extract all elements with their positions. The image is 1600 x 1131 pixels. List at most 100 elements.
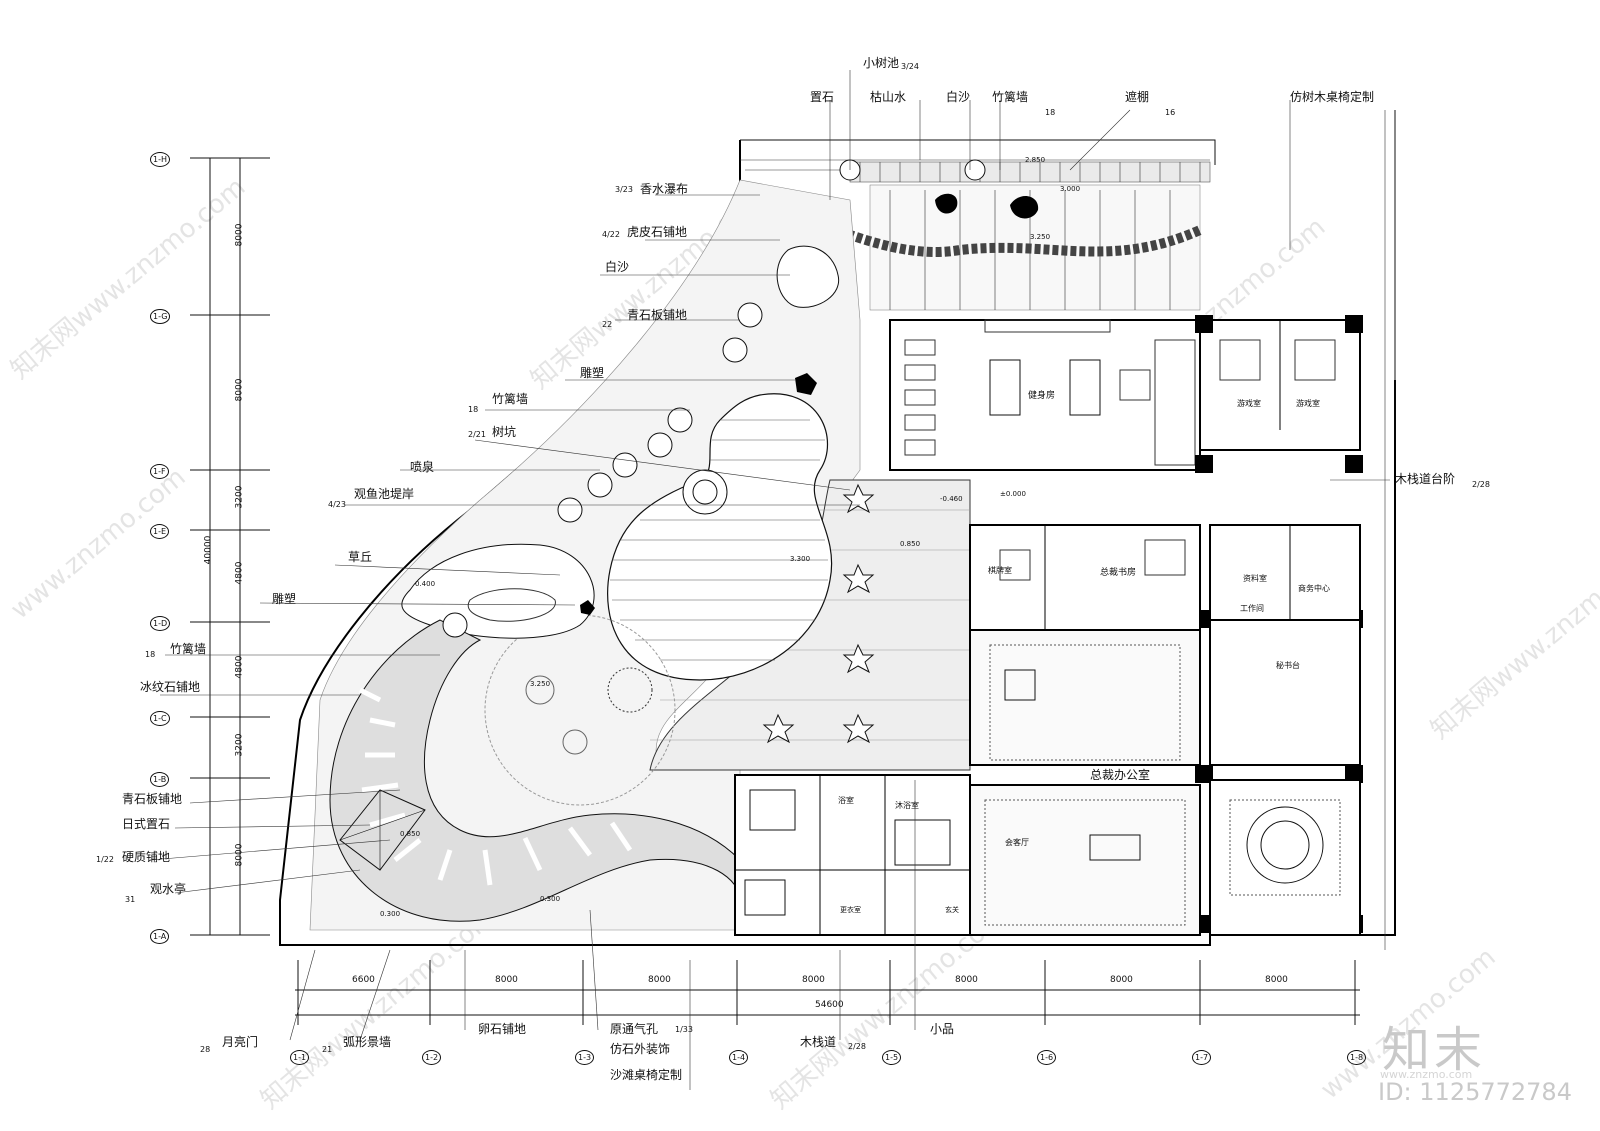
building-games xyxy=(1199,319,1361,451)
room-bath: 沐浴室 xyxy=(895,801,919,810)
dim-left-total: 40000 xyxy=(203,535,214,565)
label-zhepeng-ref: 16 xyxy=(1165,108,1176,117)
watermark-id: ID: 1125772784 xyxy=(1378,1078,1572,1106)
building-lower xyxy=(734,774,971,936)
level-1: 2.850 xyxy=(1025,156,1046,164)
label-yuantongqikong: 原通气孔 xyxy=(610,1022,659,1036)
room-president-office: 总裁办公室 xyxy=(1090,768,1151,782)
room-business: 商务中心 xyxy=(1298,584,1330,593)
label-penquan: 喷泉 xyxy=(410,460,435,474)
label-fangshu: 仿树木桌椅定制 xyxy=(1290,90,1375,104)
axis-left-5: 1-D xyxy=(150,616,171,631)
fish-pond xyxy=(607,393,833,681)
room-archive: 资料室 xyxy=(1243,574,1267,583)
level-2: 3.000 xyxy=(1060,185,1081,193)
label-xiaoshuchi: 小树池 xyxy=(863,56,900,70)
label-diaosu-mid: 雕塑 xyxy=(272,592,297,606)
label-zhulianqiang-mid: 竹篱墙 xyxy=(492,392,529,406)
level-10: ±0.000 xyxy=(1000,490,1026,498)
label-muzhan-right: 木栈道台阶 xyxy=(1395,472,1456,486)
label-xiangshui-ref: 3/23 xyxy=(615,185,633,194)
level-3: 3.250 xyxy=(1030,233,1051,241)
sculptures xyxy=(580,373,817,615)
building-office xyxy=(969,524,1361,936)
label-fangshiwai: 仿石外装饰 xyxy=(610,1042,671,1056)
room-games-1: 游戏室 xyxy=(1237,399,1261,408)
dim-bottom-3: 8000 xyxy=(648,975,671,985)
room-changing: 更衣室 xyxy=(840,906,861,914)
label-shatanzhuoyi: 沙滩桌椅定制 xyxy=(610,1068,683,1082)
dim-left-4: 4800 xyxy=(234,561,245,585)
label-yingzhi-ref: 1/22 xyxy=(96,855,114,864)
dim-bottom-7: 8000 xyxy=(1265,975,1288,985)
axis-bottom-6: 1-6 xyxy=(1037,1050,1057,1065)
label-luanshi: 卵石铺地 xyxy=(478,1022,527,1036)
label-diaosu-top: 雕塑 xyxy=(580,366,605,380)
label-baisha: 白沙 xyxy=(605,260,630,274)
label-bingwenshi: 冰纹石铺地 xyxy=(140,680,201,694)
label-qingshiban-left: 青石板铺地 xyxy=(122,792,183,806)
room-games-2: 游戏室 xyxy=(1296,399,1320,408)
room-reception: 会客厅 xyxy=(1005,838,1029,847)
label-hupishi: 虎皮石铺地 xyxy=(627,225,688,239)
dimension-left xyxy=(190,157,270,936)
watermark-site: www.znzmo.com xyxy=(1380,1068,1473,1081)
label-xiaoshuchi-ref: 3/24 xyxy=(901,62,919,71)
dim-left-2: 8000 xyxy=(234,378,245,402)
level-9: -0.460 xyxy=(940,495,963,503)
dim-left-1: 8000 xyxy=(234,223,245,247)
level-12: 0.850 xyxy=(400,830,421,838)
label-guanshuiting: 观水亭 xyxy=(150,882,187,896)
label-hupishi-ref: 4/22 xyxy=(602,230,620,239)
label-guanyuchi: 观鱼池堤岸 xyxy=(354,487,415,501)
label-zhulianqiang-left-ref: 18 xyxy=(145,650,156,659)
label-xiangshui: 香水瀑布 xyxy=(640,182,689,196)
label-shukeng: 树坑 xyxy=(492,425,517,439)
axis-left-2: 1-G xyxy=(150,309,171,324)
label-qingshiban-top: 青石板铺地 xyxy=(627,308,688,322)
label-zhulianqiang-left: 竹篱墙 xyxy=(170,642,207,656)
axis-bottom-2: 1-2 xyxy=(422,1050,442,1065)
level-8: 0.300 xyxy=(540,895,561,903)
room-secretary: 秘书台 xyxy=(1276,661,1300,670)
axis-bottom-7: 1-7 xyxy=(1192,1050,1212,1065)
label-zhepeng: 遮棚 xyxy=(1125,90,1150,104)
axis-left-4: 1-E xyxy=(150,524,170,539)
level-5: 3.250 xyxy=(530,680,551,688)
label-yueliangmen-ref: 28 xyxy=(200,1045,211,1054)
dim-bottom-total: 54600 xyxy=(815,1000,844,1010)
level-11: 0.850 xyxy=(900,540,921,548)
dim-left-7: 8000 xyxy=(234,843,245,867)
dry-garden xyxy=(778,184,1203,311)
label-muzhandao: 木栈道 xyxy=(800,1035,837,1049)
room-chess: 棋牌室 xyxy=(988,566,1012,575)
label-zhulianqiang-mid-ref: 18 xyxy=(468,405,479,414)
curved-paving xyxy=(329,619,741,922)
label-muzhan-right-ref: 2/28 xyxy=(1472,480,1490,489)
dim-bottom-1: 6600 xyxy=(352,975,375,985)
dim-bottom-2: 8000 xyxy=(495,975,518,985)
label-qingshiban-top-ref: 22 xyxy=(602,320,613,329)
level-7: 0.300 xyxy=(380,910,401,918)
axis-left-3: 1-F xyxy=(150,464,169,479)
building-gym xyxy=(889,319,1201,471)
bamboo-wall-strip xyxy=(849,161,1211,183)
dim-bottom-5: 8000 xyxy=(955,975,978,985)
room-study: 总裁书房 xyxy=(1100,568,1137,578)
dim-bottom-6: 8000 xyxy=(1110,975,1133,985)
room-workroom: 工作间 xyxy=(1240,604,1264,613)
axis-left-8: 1-A xyxy=(150,929,170,944)
axis-left-1: 1-H xyxy=(150,152,170,167)
room-gym: 健身房 xyxy=(1028,391,1056,401)
dim-left-3: 3200 xyxy=(234,485,245,509)
axis-left-7: 1-B xyxy=(150,772,170,787)
label-huxingjingqiang-ref: 21 xyxy=(322,1045,333,1054)
label-shukeng-ref: 2/21 xyxy=(468,430,486,439)
axis-bottom-3: 1-3 xyxy=(575,1050,595,1065)
level-4: 3.300 xyxy=(790,555,811,563)
dimension-bottom xyxy=(295,960,1360,1025)
axis-bottom-4: 1-4 xyxy=(729,1050,749,1065)
dim-left-6: 3200 xyxy=(234,733,245,757)
